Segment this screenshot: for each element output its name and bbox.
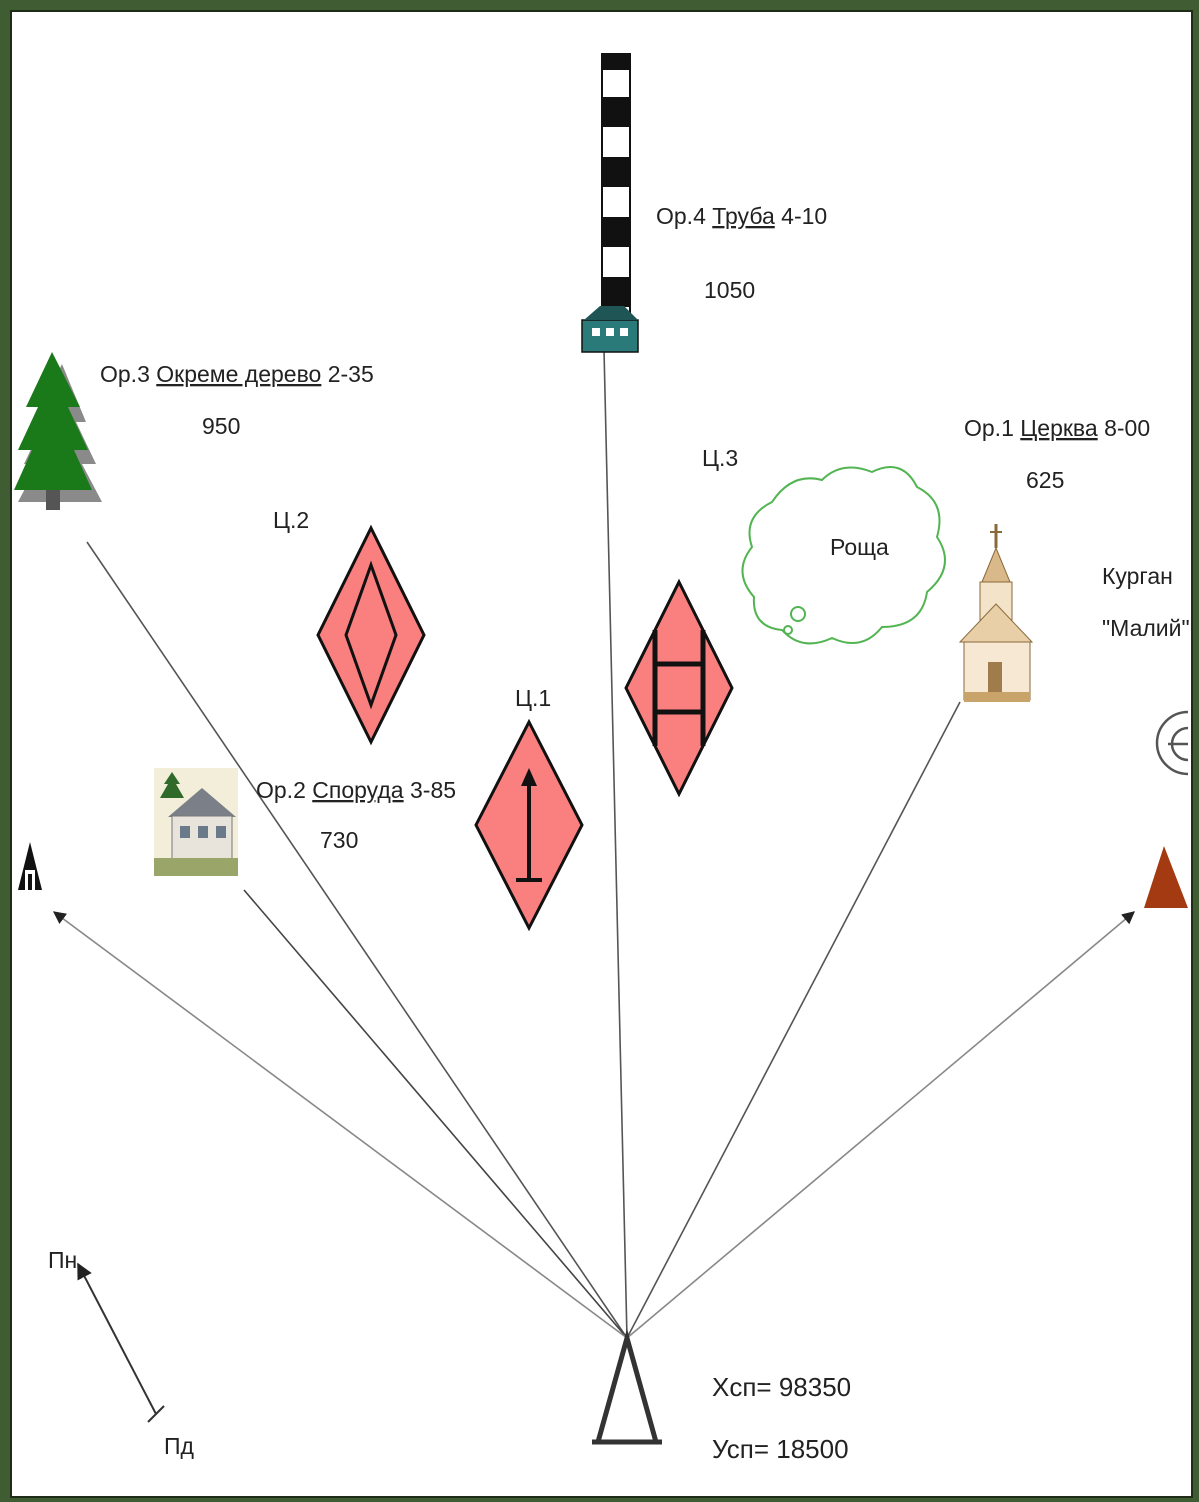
line-to-left-marker	[54, 912, 627, 1338]
left-marker-icon	[18, 842, 42, 890]
right-marker-icon	[1144, 846, 1188, 908]
mound-label-line1: Курган	[1102, 563, 1173, 589]
target-3-label: Ц.3	[702, 445, 738, 471]
target-1-icon	[476, 722, 582, 928]
orientation-scheme: Ор.4 Труба 4-10 1050 Ор.3 Окреме дерево …	[12, 12, 1191, 1496]
line-to-op4	[604, 350, 627, 1338]
target-1-label: Ц.1	[515, 685, 551, 711]
church-icon	[960, 524, 1032, 702]
mound-label-line2: "Малий"	[1102, 615, 1190, 641]
target-2-label: Ц.2	[273, 507, 309, 533]
op4-distance: 1050	[704, 277, 755, 303]
op1-distance: 625	[1026, 467, 1064, 493]
north-label: Пн	[48, 1247, 77, 1273]
building-icon	[154, 768, 238, 876]
op4-label: Ор.4 Труба 4-10	[656, 203, 827, 229]
op3-label: Ор.3 Окреме дерево 2-35	[100, 361, 374, 387]
tree-icon	[14, 352, 102, 510]
target-2-icon	[318, 528, 424, 742]
op2-distance: 730	[320, 827, 358, 853]
line-to-right-marker	[627, 912, 1134, 1338]
mound-symbol-icon	[1157, 712, 1188, 774]
north-south-indicator	[78, 1264, 164, 1422]
op-x-coordinate: Хсп= 98350	[712, 1372, 851, 1402]
observation-post-icon	[592, 1338, 662, 1442]
line-to-op2	[244, 890, 627, 1338]
op-y-coordinate: Усп= 18500	[712, 1434, 849, 1464]
line-to-op1	[627, 702, 960, 1338]
op1-label: Ор.1 Церква 8-00	[964, 415, 1150, 441]
diagram-canvas: Ор.4 Труба 4-10 1050 Ор.3 Окреме дерево …	[10, 10, 1193, 1498]
south-label: Пд	[164, 1433, 195, 1459]
op3-distance: 950	[202, 413, 240, 439]
op2-label: Ор.2 Споруда 3-85	[256, 777, 456, 803]
target-3-icon	[626, 582, 732, 794]
grove-label: Роща	[830, 534, 889, 560]
chimney-icon	[582, 54, 638, 352]
